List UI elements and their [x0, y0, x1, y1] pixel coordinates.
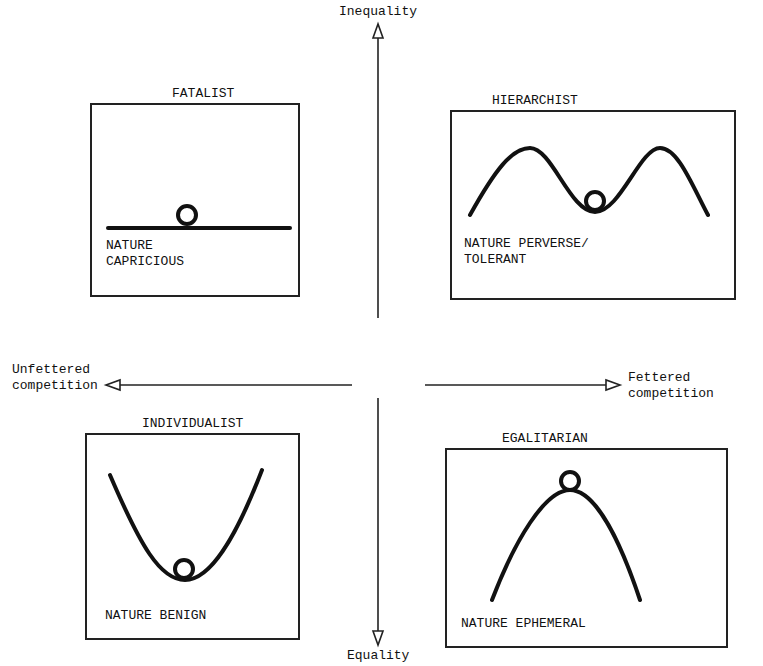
vertical-axis — [377, 398, 379, 632]
box-label: NATURE PERVERSE/ TOLERANT — [464, 236, 604, 268]
box-heading: INDIVIDUALIST — [142, 416, 243, 432]
landscape-curve — [110, 470, 262, 580]
flat-line — [108, 226, 290, 230]
box-heading: FATALIST — [172, 86, 234, 102]
vertical-axis — [377, 36, 379, 318]
valley — [110, 470, 262, 580]
ball — [175, 560, 193, 578]
box-label: NATURE CAPRICIOUS — [106, 238, 206, 270]
double-hump — [470, 148, 708, 215]
landscape-curve — [492, 472, 640, 600]
ball — [178, 206, 196, 224]
box-heading: EGALITARIAN — [502, 431, 588, 447]
box-label: NATURE BENIGN — [105, 608, 206, 624]
landscape-curve — [470, 148, 708, 215]
arrowhead — [373, 631, 383, 645]
axis-label: Fettered competition — [628, 370, 728, 402]
worldview-box: EGALITARIANNATURE EPHEMERAL — [445, 448, 728, 648]
peak — [492, 490, 640, 600]
worldview-box: HIERARCHISTNATURE PERVERSE/ TOLERANT — [450, 110, 736, 300]
arrowhead — [606, 380, 620, 390]
arrowhead — [106, 380, 120, 390]
box-heading: HIERARCHIST — [492, 93, 578, 109]
horizontal-axis — [118, 384, 352, 386]
worldview-box: INDIVIDUALISTNATURE BENIGN — [85, 433, 300, 640]
landscape-curve — [108, 206, 290, 228]
axis-label: Equality — [347, 648, 409, 664]
horizontal-axis — [425, 384, 608, 386]
worldview-box: FATALISTNATURE CAPRICIOUS — [90, 103, 300, 297]
box-label: NATURE EPHEMERAL — [461, 616, 586, 632]
ball — [561, 472, 579, 490]
axis-label: Inequality — [339, 4, 417, 20]
ball — [586, 192, 604, 210]
arrowhead — [373, 24, 383, 38]
axis-label: Unfettered competition — [12, 362, 104, 394]
axis-arrows — [106, 24, 620, 645]
